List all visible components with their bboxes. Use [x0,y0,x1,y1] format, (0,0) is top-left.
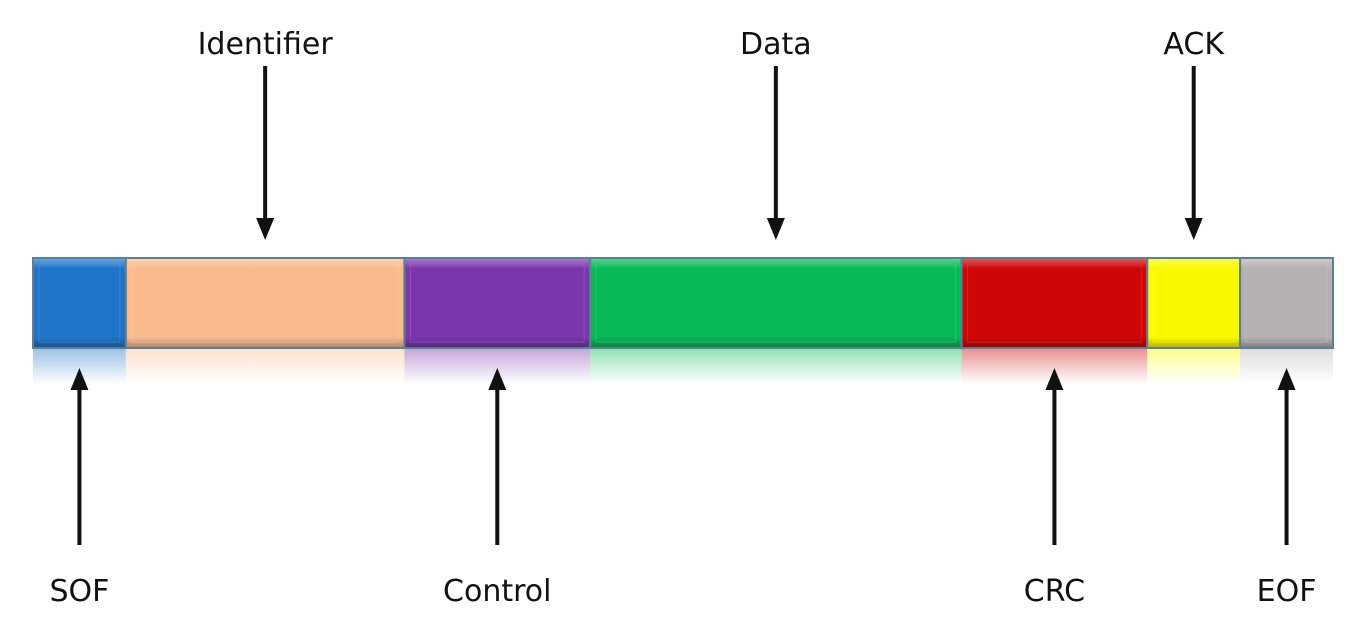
segment-identifier-reflection [125,348,405,384]
bar-reflections [33,348,1333,384]
arrow-up-control-head [488,368,507,390]
arrow-down-identifier-head [256,218,275,240]
segment-eof [1239,257,1335,349]
segment-data-bevel [595,263,957,343]
segment-control [403,257,592,349]
arrow-down-data [766,66,785,240]
segment-identifier [124,257,406,349]
arrow-down-identifier [256,66,275,240]
segment-crc [960,257,1149,349]
label-sof: SOF [49,574,109,609]
segment-sof-bevel [38,263,121,343]
segment-data [589,257,963,349]
arrow-up-crc-head [1045,368,1064,390]
arrow-down-data-head [766,218,785,240]
label-crc: CRC [1024,574,1085,609]
segment-identifier-bevel [131,263,399,343]
segment-sof [32,257,127,349]
arrows [70,66,1296,545]
label-data: Data [740,27,812,62]
frame-bar [32,257,1335,349]
label-identifier: Identifier [198,27,334,62]
labels: Identifier Data ACK SOF Control CRC EOF [49,27,1316,609]
label-control: Control [443,574,551,609]
label-eof: EOF [1257,574,1317,609]
arrow-up-control [488,368,507,545]
arrow-up-eof [1277,368,1296,545]
segment-ack-reflection [1147,348,1241,384]
segment-data-reflection [590,348,962,384]
segment-crc-bevel [967,263,1142,343]
arrow-up-sof [70,368,89,545]
segment-ack-bevel [1152,263,1235,343]
arrow-down-ack-head [1184,218,1203,240]
arrow-down-ack [1184,66,1203,240]
label-ack: ACK [1163,27,1225,62]
segment-control-bevel [409,263,585,343]
arrow-up-crc [1045,368,1064,545]
arrow-up-eof-head [1277,368,1296,390]
segment-ack [1146,257,1242,349]
arrow-up-sof-head [70,368,89,390]
segment-eof-bevel [1245,263,1328,343]
